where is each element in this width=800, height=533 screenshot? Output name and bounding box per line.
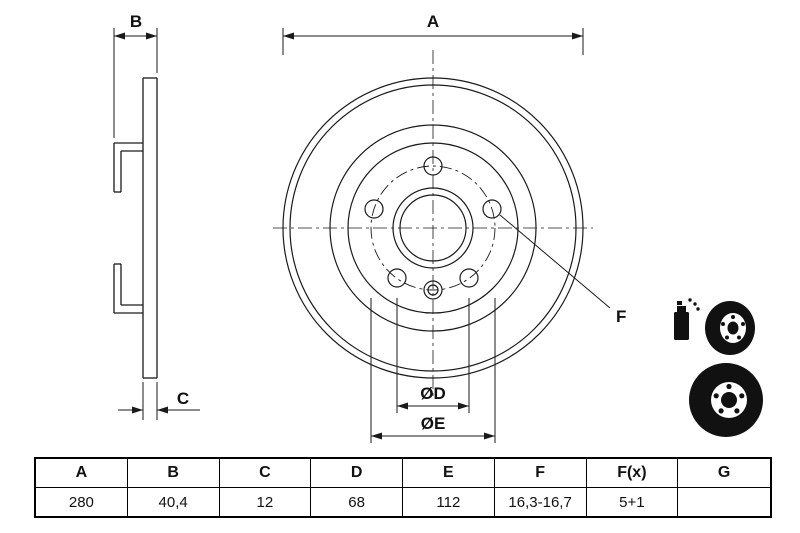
center-lines xyxy=(273,50,593,400)
table-header-d: D xyxy=(311,459,403,488)
table-header-a: A xyxy=(36,459,128,488)
table-value-g xyxy=(678,488,770,516)
dimension-d xyxy=(396,298,470,413)
table-header-c: C xyxy=(219,459,312,488)
disc-section-view xyxy=(113,77,158,379)
drawing-canvas: A B C ØD xyxy=(113,12,763,443)
table-value-a: 280 xyxy=(36,488,128,516)
table-header-f: F xyxy=(494,459,587,488)
dim-label-c: C xyxy=(177,389,189,408)
dim-label-d: ØD xyxy=(420,384,446,403)
table-value-d: 68 xyxy=(311,488,403,516)
table-header-b: B xyxy=(127,459,220,488)
dimension-e xyxy=(370,298,496,443)
brake-disc-icon xyxy=(689,363,763,437)
table-value-f: 16,3-16,7 xyxy=(495,488,587,516)
dimension-a xyxy=(282,28,584,55)
table-value-b: 40,4 xyxy=(128,488,220,516)
table-value-c: 12 xyxy=(220,488,312,516)
dimension-c xyxy=(118,382,200,420)
table-header-g: G xyxy=(678,459,770,488)
spray-coated-disc-icon xyxy=(674,298,755,355)
bolt-hole-upper-right xyxy=(482,199,502,219)
dim-label-e: ØE xyxy=(421,414,446,433)
table-header-fx: F(x) xyxy=(586,459,679,488)
dim-label-f: F xyxy=(616,307,626,326)
bolt-hole-lower-left xyxy=(387,268,407,288)
bolt-circle-centerline xyxy=(370,165,496,291)
table-value-fx: 5+1 xyxy=(587,488,679,516)
dimension-b xyxy=(113,28,158,138)
dim-label-a: A xyxy=(427,12,439,31)
dim-label-b: B xyxy=(130,12,142,31)
table-value-e: 112 xyxy=(403,488,495,516)
table-header-e: E xyxy=(403,459,495,488)
bolt-hole-lower-right xyxy=(459,268,479,288)
bolt-hole-upper-left xyxy=(364,199,384,219)
leader-f xyxy=(499,214,611,309)
dimension-table: A B C D E F F(x) G 280 40,4 12 68 112 16… xyxy=(34,457,772,518)
